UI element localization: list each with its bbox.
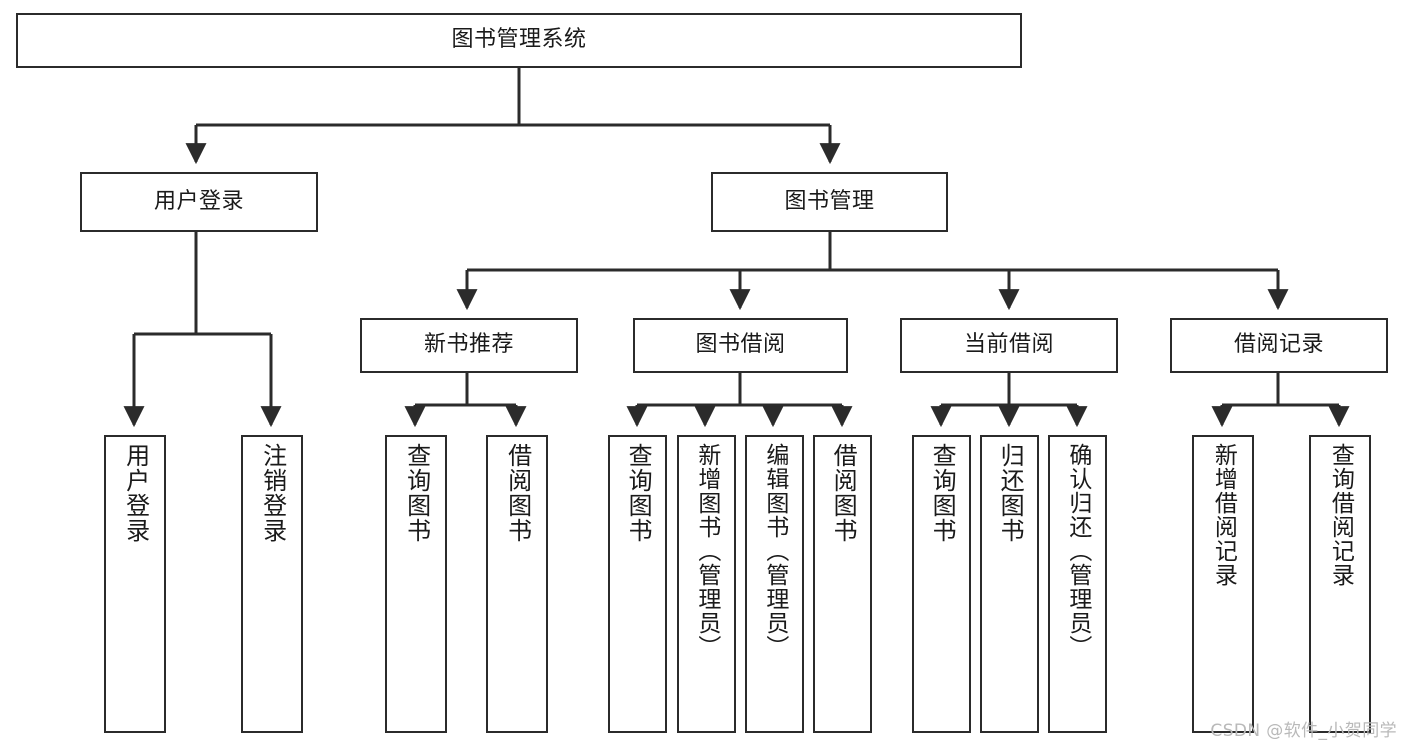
node-current-borrow[interactable]: 当前借阅: [900, 318, 1118, 373]
node-leaf-borrow-book-recommend[interactable]: 借阅图书: [486, 435, 548, 733]
node-label: 新增图书（管理员）: [693, 443, 720, 659]
node-leaf-edit-book-admin[interactable]: 编辑图书（管理员）: [745, 435, 804, 733]
node-label: 新增借阅记录: [1210, 443, 1237, 587]
node-leaf-confirm-return-admin[interactable]: 确认归还（管理员）: [1048, 435, 1107, 733]
node-book-management[interactable]: 图书管理: [711, 172, 948, 232]
csdn-watermark: CSDN @软件_小贺同学: [1210, 721, 1397, 741]
node-label: 用户登录: [121, 443, 150, 543]
node-label: 用户登录: [153, 188, 244, 214]
node-label: 图书管理系统: [451, 27, 587, 53]
node-leaf-query-book-current[interactable]: 查询图书: [912, 435, 971, 733]
node-leaf-query-borrow-record[interactable]: 查询借阅记录: [1309, 435, 1371, 733]
node-leaf-add-borrow-record[interactable]: 新增借阅记录: [1192, 435, 1254, 733]
node-leaf-add-book-admin[interactable]: 新增图书（管理员）: [677, 435, 736, 733]
node-label: 图书管理: [784, 188, 875, 214]
node-user-login[interactable]: 用户登录: [80, 172, 318, 232]
node-label: 借阅图书: [829, 443, 858, 543]
node-label: 确认归还（管理员）: [1064, 443, 1091, 659]
node-label: 注销登录: [258, 443, 287, 543]
node-label: 查询图书: [624, 443, 653, 543]
node-leaf-borrow-book[interactable]: 借阅图书: [813, 435, 872, 733]
node-label: 图书借阅: [695, 332, 786, 358]
node-new-book-recommend[interactable]: 新书推荐: [360, 318, 578, 373]
node-label: 查询图书: [402, 443, 431, 543]
node-label: 归还图书: [996, 443, 1025, 543]
node-book-borrow[interactable]: 图书借阅: [633, 318, 848, 373]
node-leaf-user-login[interactable]: 用户登录: [104, 435, 166, 733]
node-label: 编辑图书（管理员）: [761, 443, 788, 659]
node-label: 借阅记录: [1233, 332, 1324, 358]
node-label: 新书推荐: [423, 332, 514, 358]
node-leaf-query-book-borrow[interactable]: 查询图书: [608, 435, 667, 733]
node-label: 查询借阅记录: [1327, 443, 1354, 587]
node-borrow-record[interactable]: 借阅记录: [1170, 318, 1388, 373]
node-leaf-logout[interactable]: 注销登录: [241, 435, 303, 733]
node-root-book-management-system[interactable]: 图书管理系统: [16, 13, 1022, 68]
node-label: 借阅图书: [503, 443, 532, 543]
node-label: 查询图书: [928, 443, 957, 543]
node-leaf-return-book[interactable]: 归还图书: [980, 435, 1039, 733]
node-leaf-query-book-recommend[interactable]: 查询图书: [385, 435, 447, 733]
node-label: 当前借阅: [963, 332, 1054, 358]
